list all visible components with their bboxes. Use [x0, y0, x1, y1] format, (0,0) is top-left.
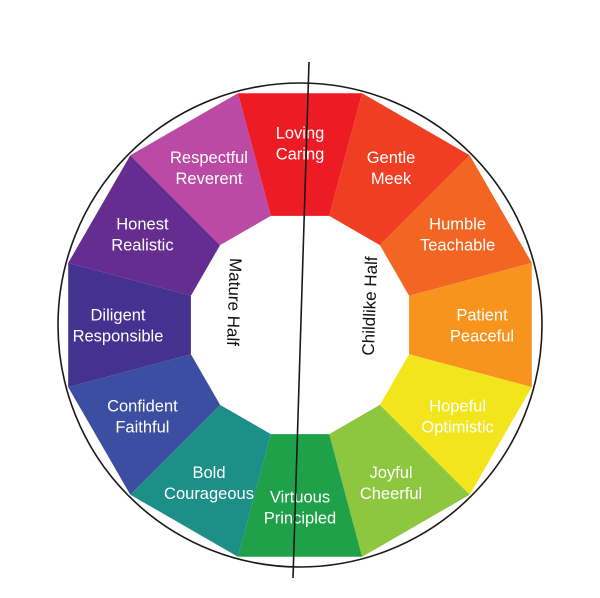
segment-respectful — [130, 93, 271, 246]
outer-circle — [57, 82, 543, 568]
segment-virtuous — [237, 434, 363, 557]
segment-confident — [68, 354, 221, 495]
segment-gentle — [329, 93, 470, 246]
segment-hopeful — [379, 354, 532, 495]
childlike-half-label: Childlike Half — [359, 256, 381, 356]
segment-honest — [68, 155, 221, 296]
segment-joyful — [329, 404, 470, 557]
segment-humble — [379, 155, 532, 296]
divider-line — [292, 61, 310, 579]
mature-half-label: Mature Half — [223, 258, 245, 347]
segment-patient — [409, 262, 532, 388]
segment-loving — [237, 93, 363, 216]
segment-bold — [130, 404, 271, 557]
segment-diligent — [68, 262, 191, 388]
